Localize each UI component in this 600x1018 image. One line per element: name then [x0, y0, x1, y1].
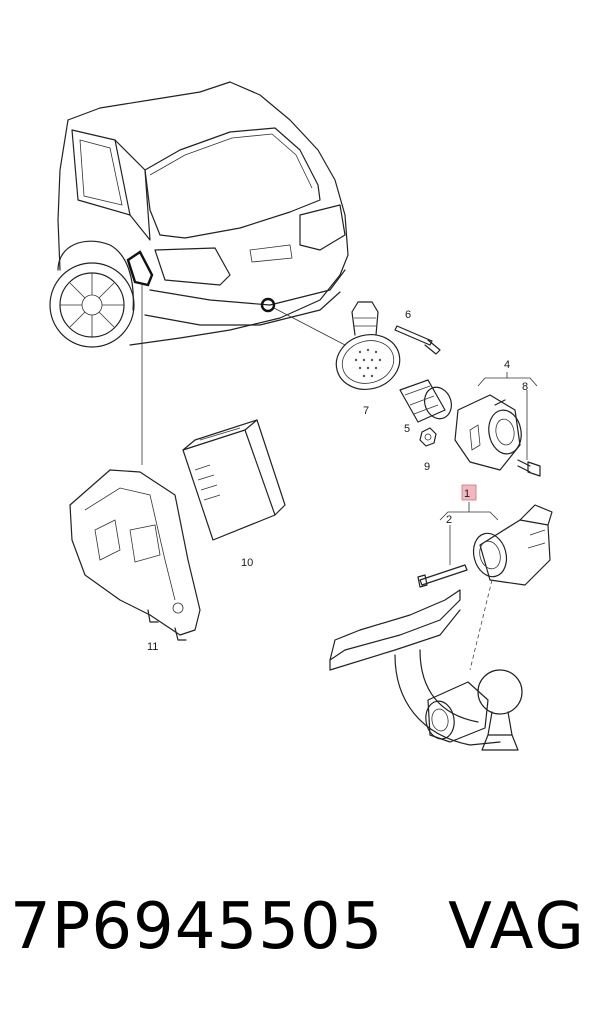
part-6-pin: [394, 325, 441, 355]
part-5-contact-carrier: [399, 379, 452, 423]
callout-5: 5: [404, 423, 410, 435]
callout-4: 4: [504, 359, 510, 371]
part-1-highlight: [461, 484, 477, 501]
callout-bracket: [439, 502, 499, 521]
brand-name: VAG: [448, 890, 586, 964]
part-1-electrical-socket: [472, 504, 553, 586]
part-1-tow-hitch: [329, 589, 523, 751]
leader-line: [469, 579, 493, 671]
callout-2: 2: [446, 514, 452, 526]
callout-1: 1: [464, 488, 470, 500]
callout-8: 8: [522, 381, 528, 393]
part-9-nut: [419, 427, 437, 447]
callout-6: 6: [405, 309, 411, 321]
part-4-socket-housing: [454, 394, 522, 471]
callout-bracket: [477, 372, 538, 387]
callout-7: 7: [363, 405, 369, 417]
part-10-control-module: [182, 419, 286, 541]
parts-diagram: 1 2 4 5 6 7 8 9 10 11: [49, 81, 553, 751]
part-2-pin: [417, 525, 468, 588]
vehicle-rear-illustration: [49, 81, 349, 348]
callout-9: 9: [424, 461, 430, 473]
part-number: 7P6945505: [10, 890, 384, 964]
part-8-screw: [517, 390, 541, 477]
leader-line: [273, 307, 346, 346]
part-7-socket-cover: [335, 301, 401, 390]
callout-10: 10: [241, 557, 253, 569]
callout-11: 11: [147, 641, 158, 653]
part-11-mounting-bracket: [69, 469, 201, 641]
